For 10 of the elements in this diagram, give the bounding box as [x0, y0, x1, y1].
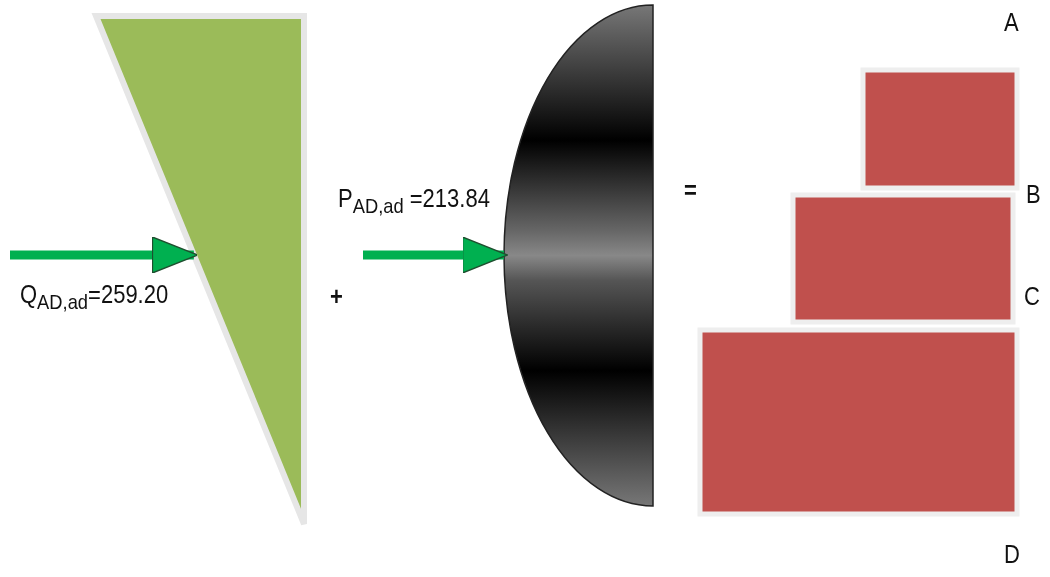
load-arrow: [363, 236, 509, 274]
point-label: D: [1004, 540, 1020, 569]
point-label: C: [1024, 282, 1040, 311]
point-label: A: [1004, 8, 1019, 37]
load-arrow: [10, 236, 199, 274]
equals-sign: =: [684, 176, 697, 205]
plus-sign: +: [330, 282, 343, 311]
edge-label: P$_{AD,ad}$ =213.84: [338, 184, 490, 218]
edge-label: Q$_{AD,ad}$=259.20: [20, 280, 169, 314]
point-label: B: [1026, 180, 1041, 209]
